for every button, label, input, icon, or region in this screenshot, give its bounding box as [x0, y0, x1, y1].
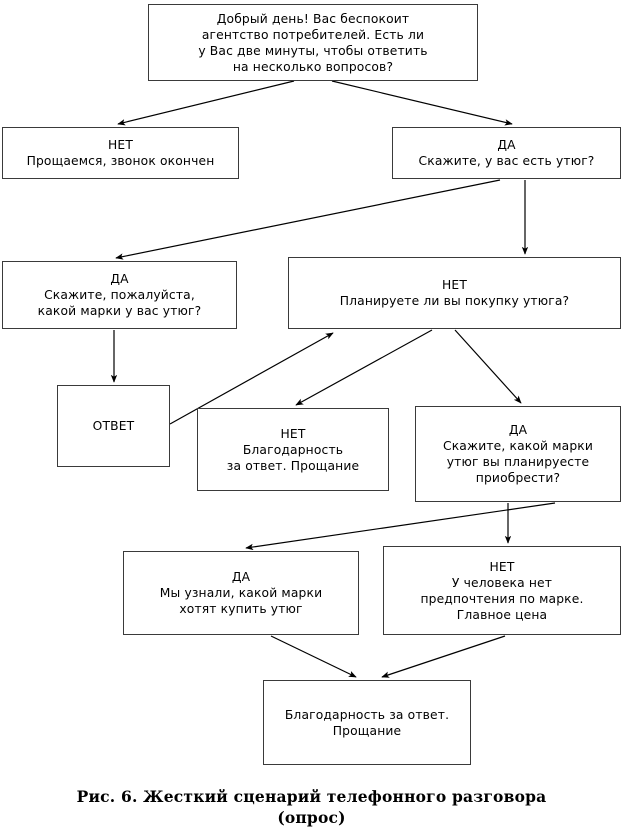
node-yes-learned-brand[interactable]: ДА Мы узнали, какой марки хотят купить у…	[123, 551, 359, 635]
node-greeting-label: Добрый день! Вас беспокоит агентство пот…	[198, 11, 428, 74]
node-yes-which-brand-plan-label: ДА Скажите, какой марки утюг вы планируе…	[442, 423, 594, 485]
edge-no-plan-purchase-to-yes-brand-plan	[454, 329, 522, 404]
edge-no-preference-to-final-thanks	[381, 635, 506, 678]
node-no-goodbye[interactable]: НЕТ Прощаемся, звонок окончен	[2, 127, 239, 179]
edge-greeting-to-no-goodbye	[117, 80, 295, 126]
node-no-no-preference[interactable]: НЕТ У человека нет предпочтения по марке…	[383, 546, 621, 635]
node-no-thanks[interactable]: НЕТ Благодарность за ответ. Прощание	[197, 408, 389, 491]
edge-yes-brand-plan-to-yes-learned	[245, 502, 556, 551]
edge-no-plan-purchase-to-no-thanks	[295, 329, 433, 406]
edge-yes-learned-to-final-thanks	[270, 635, 357, 678]
node-yes-which-brand-label: ДА Скажите, пожалуйста, какой марки у ва…	[37, 272, 202, 318]
node-no-goodbye-label: НЕТ Прощаемся, звонок окончен	[26, 138, 215, 168]
node-final-thanks-label: Благодарность за ответ. Прощание	[284, 707, 450, 738]
node-no-no-preference-label: НЕТ У человека нет предпочтения по марке…	[420, 559, 584, 622]
node-answer-label: ОТВЕТ	[92, 419, 135, 433]
node-yes-which-brand-plan[interactable]: ДА Скажите, какой марки утюг вы планируе…	[415, 406, 621, 502]
edge-yes-have-iron-to-yes-which-brand	[115, 179, 501, 260]
node-yes-have-iron[interactable]: ДА Скажите, у вас есть утюг?	[392, 127, 621, 179]
node-yes-have-iron-label: ДА Скажите, у вас есть утюг?	[418, 138, 595, 168]
node-no-plan-purchase[interactable]: НЕТ Планируете ли вы покупку утюга?	[288, 257, 621, 329]
node-answer[interactable]: ОТВЕТ	[57, 385, 170, 467]
node-final-thanks[interactable]: Благодарность за ответ. Прощание	[263, 680, 471, 765]
node-no-plan-purchase-label: НЕТ Планируете ли вы покупку утюга?	[339, 278, 570, 308]
node-greeting[interactable]: Добрый день! Вас беспокоит агентство пот…	[148, 4, 478, 81]
node-no-thanks-label: НЕТ Благодарность за ответ. Прощание	[226, 426, 360, 473]
node-yes-which-brand[interactable]: ДА Скажите, пожалуйста, какой марки у ва…	[2, 261, 237, 329]
node-yes-learned-brand-label: ДА Мы узнали, какой марки хотят купить у…	[159, 570, 323, 616]
edge-greeting-to-yes-have-iron	[331, 80, 513, 126]
figure-caption: Рис. 6. Жесткий сценарий телефонного раз…	[76, 787, 547, 827]
